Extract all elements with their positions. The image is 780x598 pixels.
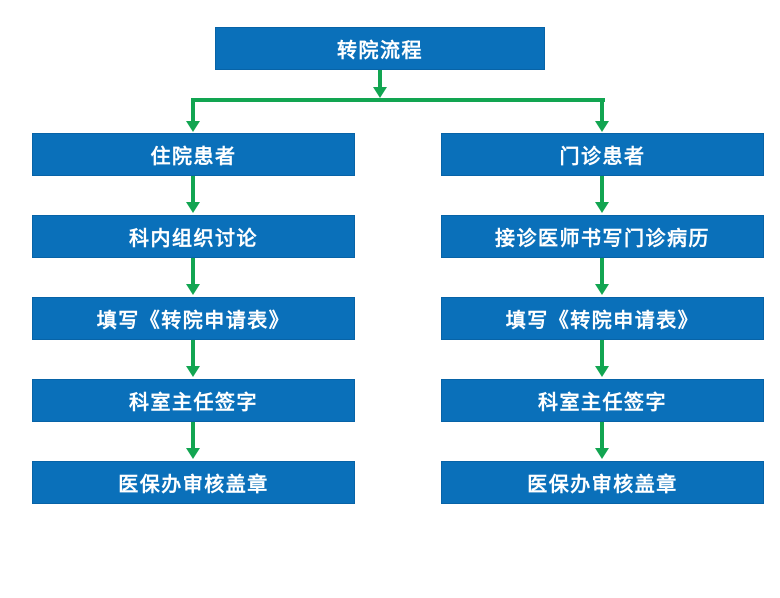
node-inpatient: 住院患者: [32, 133, 355, 176]
arrowhead-down-icon: [595, 202, 609, 213]
arrow-shaft: [191, 340, 195, 366]
arrow-shaft: [600, 258, 604, 284]
node-fill-transfer-form-right: 填写《转院申请表》: [441, 297, 764, 340]
arrowhead-down-icon: [595, 366, 609, 377]
arrow-signature-to-stamp-right: [595, 422, 609, 459]
arrowhead-down-icon: [373, 87, 387, 98]
branch-line: [191, 98, 605, 102]
arrow-shaft: [191, 98, 195, 121]
arrowhead-down-icon: [595, 284, 609, 295]
arrow-shaft: [191, 422, 195, 448]
arrowhead-down-icon: [186, 202, 200, 213]
arrow-outpatient-to-record: [595, 176, 609, 213]
arrow-form-to-signature-right: [595, 340, 609, 377]
node-fill-transfer-form-left: 填写《转院申请表》: [32, 297, 355, 340]
arrow-branch-to-inpatient: [186, 98, 200, 132]
arrowhead-down-icon: [186, 366, 200, 377]
node-insurance-office-stamp-left: 医保办审核盖章: [32, 461, 355, 504]
arrowhead-down-icon: [595, 121, 609, 132]
node-director-signature-right: 科室主任签字: [441, 379, 764, 422]
arrowhead-down-icon: [595, 448, 609, 459]
node-insurance-office-stamp-right: 医保办审核盖章: [441, 461, 764, 504]
arrow-shaft: [600, 422, 604, 448]
arrow-shaft: [600, 340, 604, 366]
arrow-title-to-branch: [373, 70, 387, 98]
arrow-shaft: [600, 176, 604, 202]
arrow-shaft: [600, 98, 604, 121]
arrow-form-to-signature-left: [186, 340, 200, 377]
arrow-discussion-to-form-left: [186, 258, 200, 295]
arrow-signature-to-stamp-left: [186, 422, 200, 459]
arrow-branch-to-outpatient: [595, 98, 609, 132]
node-transfer-process-title: 转院流程: [215, 27, 545, 70]
arrowhead-down-icon: [186, 448, 200, 459]
node-dept-internal-discussion: 科内组织讨论: [32, 215, 355, 258]
arrow-shaft: [191, 176, 195, 202]
arrow-shaft: [378, 70, 382, 87]
arrow-record-to-form-right: [595, 258, 609, 295]
arrow-shaft: [191, 258, 195, 284]
node-outpatient: 门诊患者: [441, 133, 764, 176]
node-physician-writes-record: 接诊医师书写门诊病历: [441, 215, 764, 258]
node-director-signature-left: 科室主任签字: [32, 379, 355, 422]
arrow-inpatient-to-discussion: [186, 176, 200, 213]
arrowhead-down-icon: [186, 121, 200, 132]
arrowhead-down-icon: [186, 284, 200, 295]
